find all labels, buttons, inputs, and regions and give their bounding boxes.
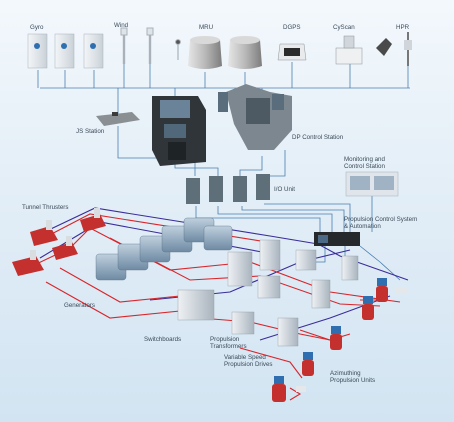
label-propulsion-transformers: Propulsion Transformers — [210, 336, 247, 350]
power-line-gen-2 — [45, 281, 191, 319]
label-propulsion-control: Propulsion Control System & Automation — [344, 216, 418, 230]
wind-sensors — [120, 27, 181, 64]
dp-console — [152, 96, 206, 166]
generators — [95, 217, 233, 281]
wind-sensor-small — [175, 39, 181, 60]
switchboard-3 — [259, 239, 281, 271]
mru-unit-2 — [228, 36, 262, 69]
tunnel-thrusters — [12, 208, 106, 276]
label-wind: Wind — [114, 22, 129, 29]
label-js-station: JS Station — [76, 128, 105, 135]
azimuth-unit-5 — [376, 278, 408, 302]
azimuth-unit-1 — [272, 376, 306, 402]
azimuth-unit-4 — [362, 296, 374, 320]
switchboards — [177, 239, 281, 321]
azimuth-unit-3 — [330, 326, 342, 350]
io-to-control-line — [195, 206, 321, 232]
power-line-generators — [59, 267, 181, 303]
gyro-cabinet-1 — [27, 33, 48, 69]
transformer-3 — [295, 249, 317, 271]
vsd-1 — [277, 317, 299, 347]
power-line-azi-1 — [239, 347, 303, 379]
tunnel-thruster-3 — [12, 250, 44, 276]
wind-mast-1 — [120, 27, 128, 64]
transformer-2 — [257, 275, 281, 299]
io-unit-3 — [233, 176, 247, 202]
cyscan-unit — [335, 35, 363, 65]
gyro-cabinet-3 — [83, 33, 104, 69]
monitoring-station — [345, 171, 399, 197]
tunnel-thruster-1 — [30, 220, 58, 246]
tunnel-thruster-4 — [52, 236, 78, 260]
power-line-switch — [199, 317, 341, 343]
label-azimuthing: Azimuthing Propulsion Units — [330, 370, 376, 384]
io-to-control-line-4 — [264, 203, 351, 232]
label-tunnel-thrusters: Tunnel Thrusters — [22, 204, 69, 211]
gyro-cabinet-2 — [54, 33, 75, 69]
io-units — [186, 174, 270, 204]
io-unit-2 — [209, 176, 223, 202]
label-io-unit: I/O Unit — [274, 186, 295, 193]
transformer-1 — [231, 311, 255, 335]
mru-units — [188, 36, 262, 69]
io-unit-4 — [256, 174, 270, 200]
power-network — [27, 213, 401, 401]
mru-unit-1 — [188, 36, 222, 69]
io-to-control-line-2 — [217, 206, 333, 232]
label-dgps: DGPS — [283, 24, 301, 31]
switchboard-1 — [177, 289, 215, 321]
hpr-unit — [376, 32, 412, 66]
label-monitoring: Monitoring and Control Station — [344, 156, 385, 170]
propulsion-transformers — [231, 249, 317, 335]
label-cyscan: CyScan — [333, 24, 355, 31]
label-switchboards: Switchboards — [144, 336, 182, 343]
label-hpr: HPR — [396, 24, 410, 31]
vsd-3 — [341, 255, 359, 281]
propulsion-control-cabinets — [314, 232, 360, 246]
vsd-2 — [311, 279, 331, 309]
control-to-drives-3 — [359, 245, 401, 281]
label-mru: MRU — [199, 24, 214, 31]
vsd-cabinets — [277, 255, 359, 347]
label-gyro: Gyro — [30, 24, 44, 31]
chair-to-io-line — [239, 156, 263, 176]
wind-mast-2 — [146, 27, 154, 64]
js-station-panel — [96, 112, 140, 126]
label-dp-control-station: DP Control Station — [292, 134, 344, 141]
dgps-unit — [277, 43, 307, 61]
azimuth-unit-2 — [302, 352, 314, 376]
io-to-control-line-3 — [241, 206, 345, 232]
switchboard-2 — [227, 251, 253, 287]
tunnel-thruster-2 — [80, 208, 106, 232]
label-generators: Generators — [64, 302, 95, 309]
label-vsd: Variable Speed Propulsion Drives — [224, 354, 273, 368]
generator-6 — [203, 225, 233, 251]
chair-to-io-line-2 — [265, 150, 286, 177]
io-unit-1 — [186, 178, 200, 204]
gyro-units — [27, 33, 104, 69]
power-line-azi-4 — [289, 387, 302, 401]
azimuthing-units — [272, 278, 408, 402]
dp-chair — [218, 84, 292, 150]
